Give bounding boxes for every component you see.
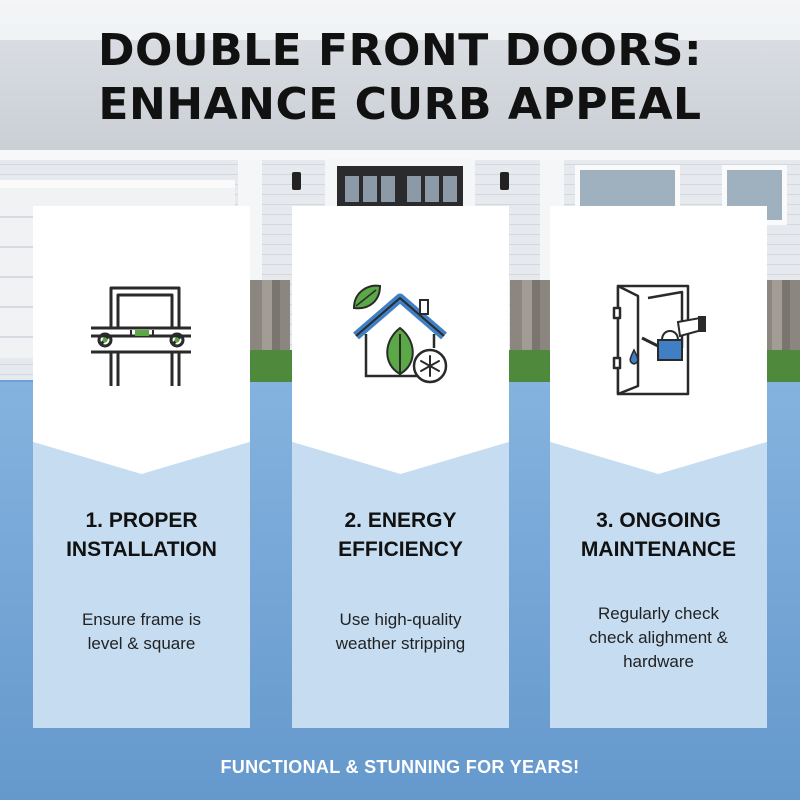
- card-heading: 1. PROPER INSTALLATION: [33, 506, 250, 564]
- card-maintenance: 3. ONGOING MAINTENANCE Regularly check c…: [550, 206, 767, 728]
- card-text-line: level & square: [87, 634, 196, 653]
- door-glass: [407, 176, 421, 202]
- card-text-line: Ensure frame is: [81, 610, 202, 629]
- page-title: DOUBLE FRONT DOORS: ENHANCE CURB APPEAL: [0, 24, 800, 132]
- card-heading-line-2: INSTALLATION: [66, 538, 217, 561]
- door-glass: [443, 176, 457, 202]
- door-glass: [363, 176, 377, 202]
- card-text-line: weather stripping: [335, 634, 466, 653]
- door-glass: [425, 176, 439, 202]
- card-text-line: Use high-quality: [339, 610, 462, 629]
- card-description: Regularly check check alighment & hardwa…: [550, 602, 767, 674]
- maintenance-door-icon: [612, 284, 706, 396]
- card-text-line: hardware: [623, 652, 694, 671]
- card-heading-line-1: 2. ENERGY: [344, 509, 457, 532]
- wall-lamp: [500, 172, 509, 190]
- card-installation: 1. PROPER INSTALLATION Ensure frame is l…: [33, 206, 250, 728]
- title-line-1: DOUBLE FRONT DOORS:: [97, 25, 703, 76]
- title-line-2: ENHANCE CURB APPEAL: [98, 79, 702, 130]
- door-glass: [345, 176, 359, 202]
- card-energy-efficiency: 2. ENERGY EFFICIENCY Use high-quality we…: [292, 206, 509, 728]
- card-heading-line-2: EFFICIENCY: [338, 538, 463, 561]
- energy-home-icon: [352, 284, 448, 384]
- wall-lamp: [292, 172, 301, 190]
- level-frame-icon: [91, 286, 191, 386]
- roof-eave: [0, 150, 800, 160]
- card-description: Use high-quality weather stripping: [292, 608, 509, 656]
- card-heading-line-2: MAINTENANCE: [580, 538, 737, 561]
- footer-tagline: FUNCTIONAL & STUNNING FOR YEARS!: [220, 757, 580, 777]
- door-glass: [381, 176, 395, 202]
- card-heading-line-1: 3. ONGOING: [596, 509, 721, 532]
- roof: [0, 40, 800, 160]
- card-heading-line-1: 1. PROPER: [85, 509, 198, 532]
- card-text-line: Regularly check: [598, 604, 719, 623]
- card-heading: 3. ONGOING MAINTENANCE: [550, 506, 767, 564]
- card-heading: 2. ENERGY EFFICIENCY: [292, 506, 509, 564]
- card-description: Ensure frame is level & square: [33, 608, 250, 656]
- card-text-line: check alighment &: [589, 628, 728, 647]
